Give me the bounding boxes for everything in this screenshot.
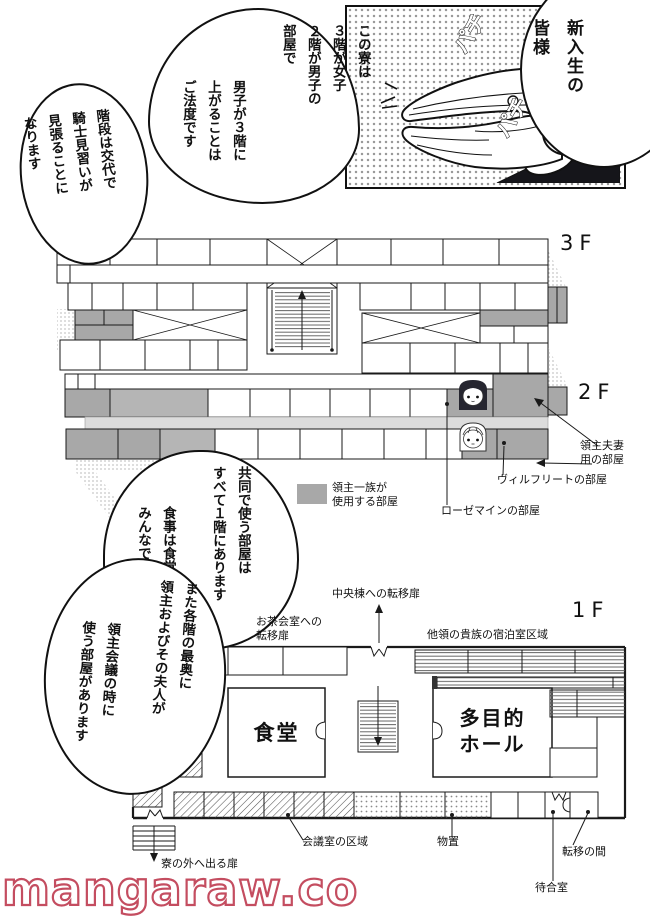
rozemyne-face-icon [459, 380, 487, 410]
label-dining-hall: 食堂 [253, 721, 300, 745]
label-lords-couple-room: 領主夫妻 用の部屋 [580, 439, 624, 467]
label-wilfried-room: ヴィルフリートの部屋 [497, 473, 607, 486]
leader-lines-2f [445, 398, 599, 505]
floor-plan-3f [56, 238, 568, 374]
clap-sfx: パチ [449, 9, 492, 57]
label-teleport-room: 転移の間 [562, 845, 606, 858]
floor-label-2f: 2F [578, 380, 616, 404]
bubble-text: 新入生の 皆様 [529, 19, 583, 95]
staircase-1f-icon [357, 686, 399, 753]
bubble-text: 階段は交代で 騎士見習いが 見張ることに なります [20, 108, 117, 196]
label-storage: 物置 [437, 835, 459, 848]
motion-lines [380, 82, 398, 109]
speech-bubble-innermost-rooms: また各階の最奥に 領主およびその夫人が 領主会議の時に 使う部屋があります [35, 551, 235, 802]
label-tea-room-teleport-door: お茶会室への 転移扉 [256, 615, 322, 643]
wilfried-face-icon [459, 422, 487, 452]
label-meeting-area: 会議室の区域 [302, 835, 368, 848]
legend-family-label: 領主一族が 使用する部屋 [332, 481, 398, 509]
bubble-text: 男子が３階に 上がることは ご法度です [179, 80, 246, 161]
back-hand [401, 114, 563, 170]
central-door-icon [370, 646, 388, 658]
speech-bubble-newcomers: 新入生の 皆様 [520, 0, 650, 168]
label-central-teleport-door: 中央棟への転移扉 [332, 587, 420, 600]
bubble-text: 領主会議の時に 使う部屋があります [71, 620, 121, 743]
dining-door-icon [315, 721, 326, 740]
label-rozemyne-room: ローゼマインの部屋 [441, 504, 540, 517]
hall-door-icon [432, 721, 443, 740]
label-multi-hall: 多目的 ホール [459, 706, 526, 756]
floor-label-1f: 1F [572, 598, 610, 622]
label-exit-door: 寮の外へ出る扉 [161, 857, 238, 870]
waiting-door-icon [551, 791, 567, 802]
label-waiting-room: 待合室 [535, 881, 568, 894]
floor-label-3f: 3F [560, 231, 598, 255]
label-guest-area: 他領の貴族の宿泊室区域 [427, 628, 548, 641]
bubble-text: 共同で使う部屋は すべて１階にあります [209, 466, 251, 601]
floor-plan-1f [131, 604, 627, 881]
staircase-3f-icon [266, 287, 338, 355]
teleport-door-icon [562, 797, 571, 813]
leader-lines-1f [150, 604, 590, 881]
speech-bubble-dorm-rule: この寮は ３階が女子 ２階が男子の 部屋で 男子が３階に 上がることは ご法度で… [148, 8, 371, 204]
bubble-text: また各階の最奥に 領主およびその夫人が [148, 579, 199, 716]
legend-family-swatch [297, 484, 327, 504]
exit-door-icon [146, 809, 164, 819]
bubble-text: この寮は ３階が女子 ２階が男子の 部屋で [279, 24, 371, 105]
